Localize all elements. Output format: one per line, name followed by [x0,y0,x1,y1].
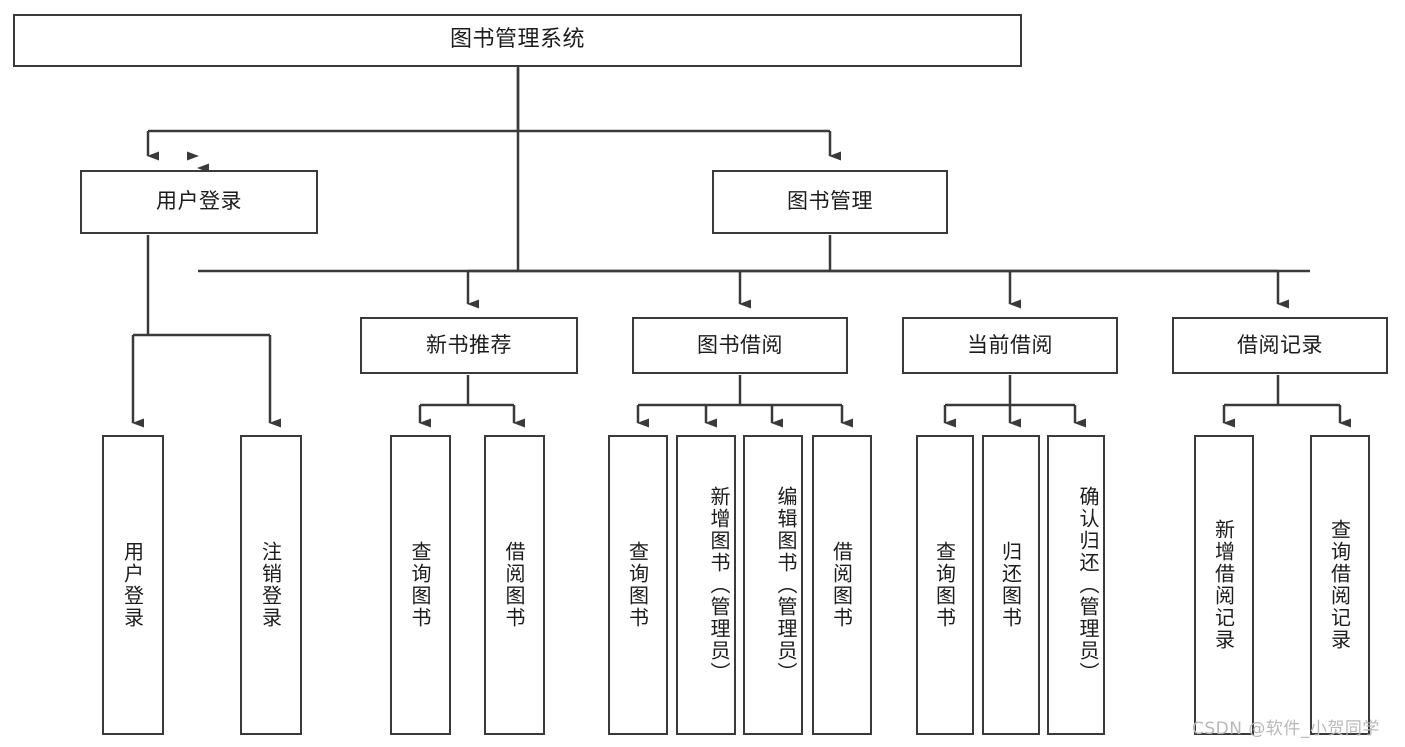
leaf-user-logout-label: 注销登录 [258,541,283,629]
leaf-newbook-borrow[interactable]: 借阅图书 [484,435,545,735]
leaf-borrow-query-label: 查询图书 [625,541,650,629]
leaf-borrow-edit-book[interactable]: 编辑图书（管理员） [743,435,803,735]
leaf-current-confirm-return-label: 确认归还（管理员） [1076,486,1100,684]
node-root[interactable]: 图书管理系统 [13,14,1022,67]
node-book-borrow[interactable]: 图书借阅 [632,317,848,374]
leaf-current-query-label: 查询图书 [932,541,957,629]
leaf-record-add[interactable]: 新增借阅记录 [1194,435,1254,735]
leaf-newbook-query-label: 查询图书 [408,541,432,629]
leaf-record-add-label: 新增借阅记录 [1211,519,1236,651]
leaf-borrow-book-label: 借阅图书 [829,541,854,629]
node-root-label: 图书管理系统 [449,27,585,53]
node-new-book-recommend[interactable]: 新书推荐 [360,317,578,374]
leaf-borrow-query[interactable]: 查询图书 [608,435,668,735]
watermark: CSDN @软件_小贺同学 [1192,719,1380,739]
leaf-borrow-add-book-label: 新增图书（管理员） [707,486,731,684]
leaf-record-query[interactable]: 查询借阅记录 [1310,435,1370,735]
leaf-record-query-label: 查询借阅记录 [1327,519,1352,651]
leaf-user-logout[interactable]: 注销登录 [240,435,302,735]
leaf-current-return[interactable]: 归还图书 [982,435,1040,735]
node-current-borrow[interactable]: 当前借阅 [902,317,1118,374]
leaf-current-return-label: 归还图书 [998,541,1023,629]
leaf-current-query[interactable]: 查询图书 [916,435,974,735]
node-user-login-label: 用户登录 [156,189,242,214]
node-current-borrow-label: 当前借阅 [967,332,1053,357]
node-book-borrow-label: 图书借阅 [697,332,783,357]
leaf-current-confirm-return[interactable]: 确认归还（管理员） [1047,435,1105,735]
leaf-borrow-edit-book-label: 编辑图书（管理员） [774,486,798,684]
node-borrow-record[interactable]: 借阅记录 [1172,317,1388,374]
node-user-login[interactable]: 用户登录 [80,170,318,234]
leaf-newbook-borrow-label: 借阅图书 [502,541,526,629]
node-borrow-record-label: 借阅记录 [1237,332,1323,357]
leaf-user-login-label: 用户登录 [120,541,145,629]
node-book-manage-label: 图书管理 [787,189,873,214]
leaf-borrow-add-book[interactable]: 新增图书（管理员） [676,435,736,735]
leaf-borrow-book[interactable]: 借阅图书 [812,435,872,735]
leaf-newbook-query[interactable]: 查询图书 [390,435,451,735]
node-new-book-recommend-label: 新书推荐 [426,332,512,357]
leaf-user-login[interactable]: 用户登录 [102,435,164,735]
node-book-manage[interactable]: 图书管理 [712,170,948,234]
